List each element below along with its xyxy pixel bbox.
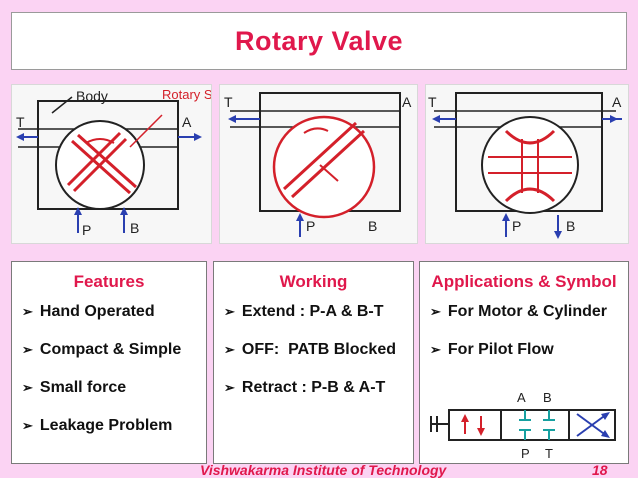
list-item-text: Compact & Simple <box>39 341 182 358</box>
label-t: T <box>428 94 437 110</box>
symbol-label-t: T <box>545 446 553 461</box>
page-title: Rotary Valve <box>234 25 404 56</box>
label-p: P <box>82 222 91 238</box>
arrow-bullet-icon: ➢ <box>224 304 235 319</box>
arrow-bullet-icon: ➢ <box>22 342 33 357</box>
list-item-text: Retract : P-B & A-T <box>241 379 386 396</box>
features-list: ➢ Hand Operated ➢ Compact & Simple ➢ Small … <box>12 300 206 452</box>
footer-institute: Vishwakarma Institute of Technology <box>200 462 447 478</box>
list-item: ➢ Leakage Problem <box>22 414 206 452</box>
working-list: ➢ Extend : P-A & B-T ➢ OFF: PATB Blocked ➢… <box>214 300 413 414</box>
arrow-bullet-icon: ➢ <box>22 418 33 433</box>
list-item-text: Hand Operated <box>39 303 155 320</box>
valve-symbol-icon: A B P T <box>430 390 616 461</box>
arrow-bullet-icon: ➢ <box>224 380 235 395</box>
label-a: A <box>612 94 622 110</box>
label-a: A <box>182 114 192 130</box>
symbol-label-p: P <box>521 446 530 461</box>
list-item: ➢ For Pilot Flow <box>430 338 628 376</box>
list-item: ➢ OFF: PATB Blocked <box>224 338 413 376</box>
working-heading: Working <box>279 272 348 291</box>
applications-list: ➢ For Motor & Cylinder ➢ For Pilot Flow <box>420 300 628 376</box>
page-number: 18 <box>592 462 608 478</box>
list-item-text: For Motor & Cylinder <box>447 303 608 320</box>
label-p: P <box>306 218 315 234</box>
applications-panel: Applications & Symbol ➢ For Motor & Cylin… <box>419 261 629 464</box>
label-a: A <box>402 94 412 110</box>
valve-sketch-1: Body Rotary Spool T A P B <box>16 87 211 238</box>
label-b: B <box>368 218 377 234</box>
arrow-bullet-icon: ➢ <box>22 304 33 319</box>
list-item: ➢ For Motor & Cylinder <box>430 300 628 338</box>
arrow-bullet-icon: ➢ <box>430 342 441 357</box>
features-heading: Features <box>73 272 145 291</box>
arrow-bullet-icon: ➢ <box>224 342 235 357</box>
diagram-extend: Body Rotary Spool T A P B <box>11 84 212 244</box>
footer: Vishwakarma Institute of Technology 18 <box>0 462 638 478</box>
arrow-bullet-icon: ➢ <box>430 304 441 319</box>
symbol-label-a: A <box>517 390 526 405</box>
working-panel: Working ➢ Extend : P-A & B-T ➢ OFF: PATB B… <box>213 261 414 464</box>
list-item-text: OFF: PATB Blocked <box>241 341 396 358</box>
applications-heading: Applications & Symbol <box>431 272 617 291</box>
list-item-text: Small force <box>39 379 127 396</box>
arrow-bullet-icon: ➢ <box>22 380 33 395</box>
list-item: ➢ Extend : P-A & B-T <box>224 300 413 338</box>
diagram-retract: T A P B <box>425 84 629 244</box>
list-item: ➢ Hand Operated <box>22 300 206 338</box>
label-b: B <box>566 218 575 234</box>
list-item: ➢ Retract : P-B & A-T <box>224 376 413 414</box>
label-t: T <box>224 94 233 110</box>
title-box: Rotary Valve <box>11 12 627 70</box>
label-t: T <box>16 114 25 130</box>
diagram-off: T A P B <box>219 84 418 244</box>
symbol-label-b: B <box>543 390 552 405</box>
valve-sketch-3: T A P B <box>428 92 622 239</box>
features-panel: Features ➢ Hand Operated ➢ Compact & Simpl… <box>11 261 207 464</box>
list-item: ➢ Compact & Simple <box>22 338 206 376</box>
label-rotary-spool: Rotary Spool <box>162 87 211 102</box>
list-item: ➢ Small force <box>22 376 206 414</box>
list-item-text: For Pilot Flow <box>447 341 554 358</box>
label-p: P <box>512 218 521 234</box>
label-body: Body <box>76 88 108 104</box>
label-b: B <box>130 220 139 236</box>
valve-sketch-2: T A P B <box>224 92 412 237</box>
list-item-text: Extend : P-A & B-T <box>241 303 384 320</box>
list-item-text: Leakage Problem <box>39 417 173 434</box>
